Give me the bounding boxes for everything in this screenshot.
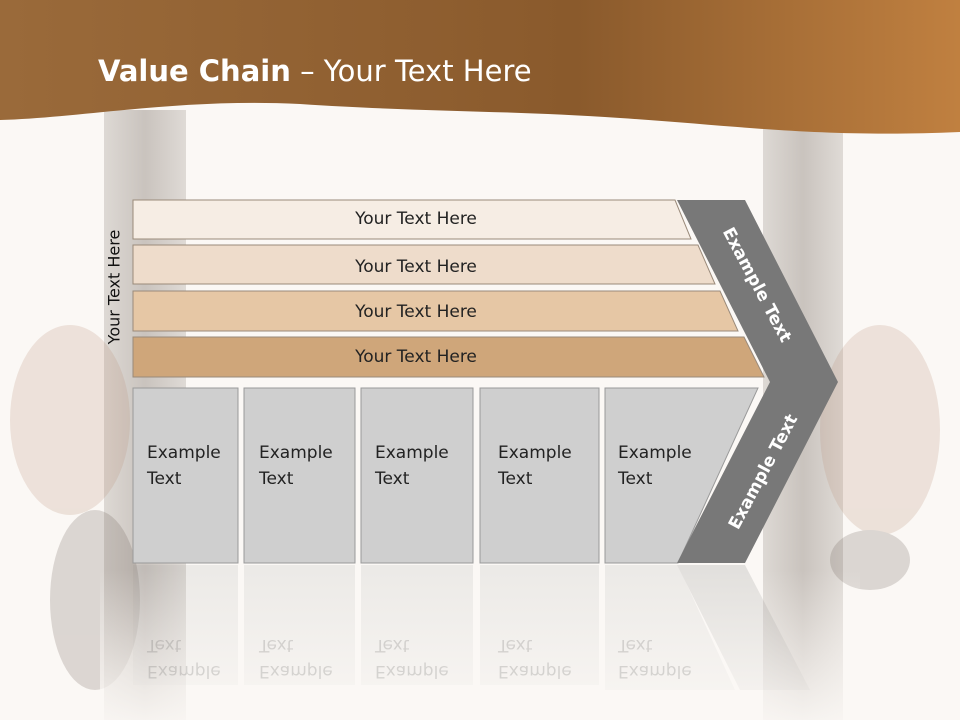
header-band (0, 0, 960, 134)
row-shape-4 (132, 336, 765, 378)
chevron-arrow (677, 200, 838, 563)
cell-label-2: Example Text (259, 443, 333, 489)
cell-shape-3 (360, 387, 474, 564)
cell-reflection-5: Example Text (618, 635, 692, 681)
cell-label-3: Example Text (375, 443, 449, 489)
cell-shape-1 (132, 387, 239, 564)
hands-art (10, 325, 940, 690)
row-label-4: Your Text Here (355, 347, 477, 367)
row-label-1: Your Text Here (355, 209, 477, 229)
cell-label-1: Example Text (147, 443, 221, 489)
row-label-2: Your Text Here (355, 257, 477, 277)
row-shape-3 (132, 290, 739, 332)
cell-reflection-4: Example Text (498, 635, 572, 681)
cell-shape-2 (243, 387, 356, 564)
cell-reflection-3: Example Text (375, 635, 449, 681)
slide-title: Value Chain – Your Text Here (98, 54, 532, 88)
row-shape-2 (132, 244, 716, 285)
row-shape-1 (132, 199, 692, 240)
cell-reflection-2: Example Text (259, 635, 333, 681)
cell-reflection-1: Example Text (147, 635, 221, 681)
cell-label-4: Example Text (498, 443, 572, 489)
side-label: Your Text Here (104, 229, 124, 345)
cell-label-5: Example Text (618, 443, 692, 489)
row-label-3: Your Text Here (355, 302, 477, 322)
cell-shape-4 (479, 387, 600, 564)
